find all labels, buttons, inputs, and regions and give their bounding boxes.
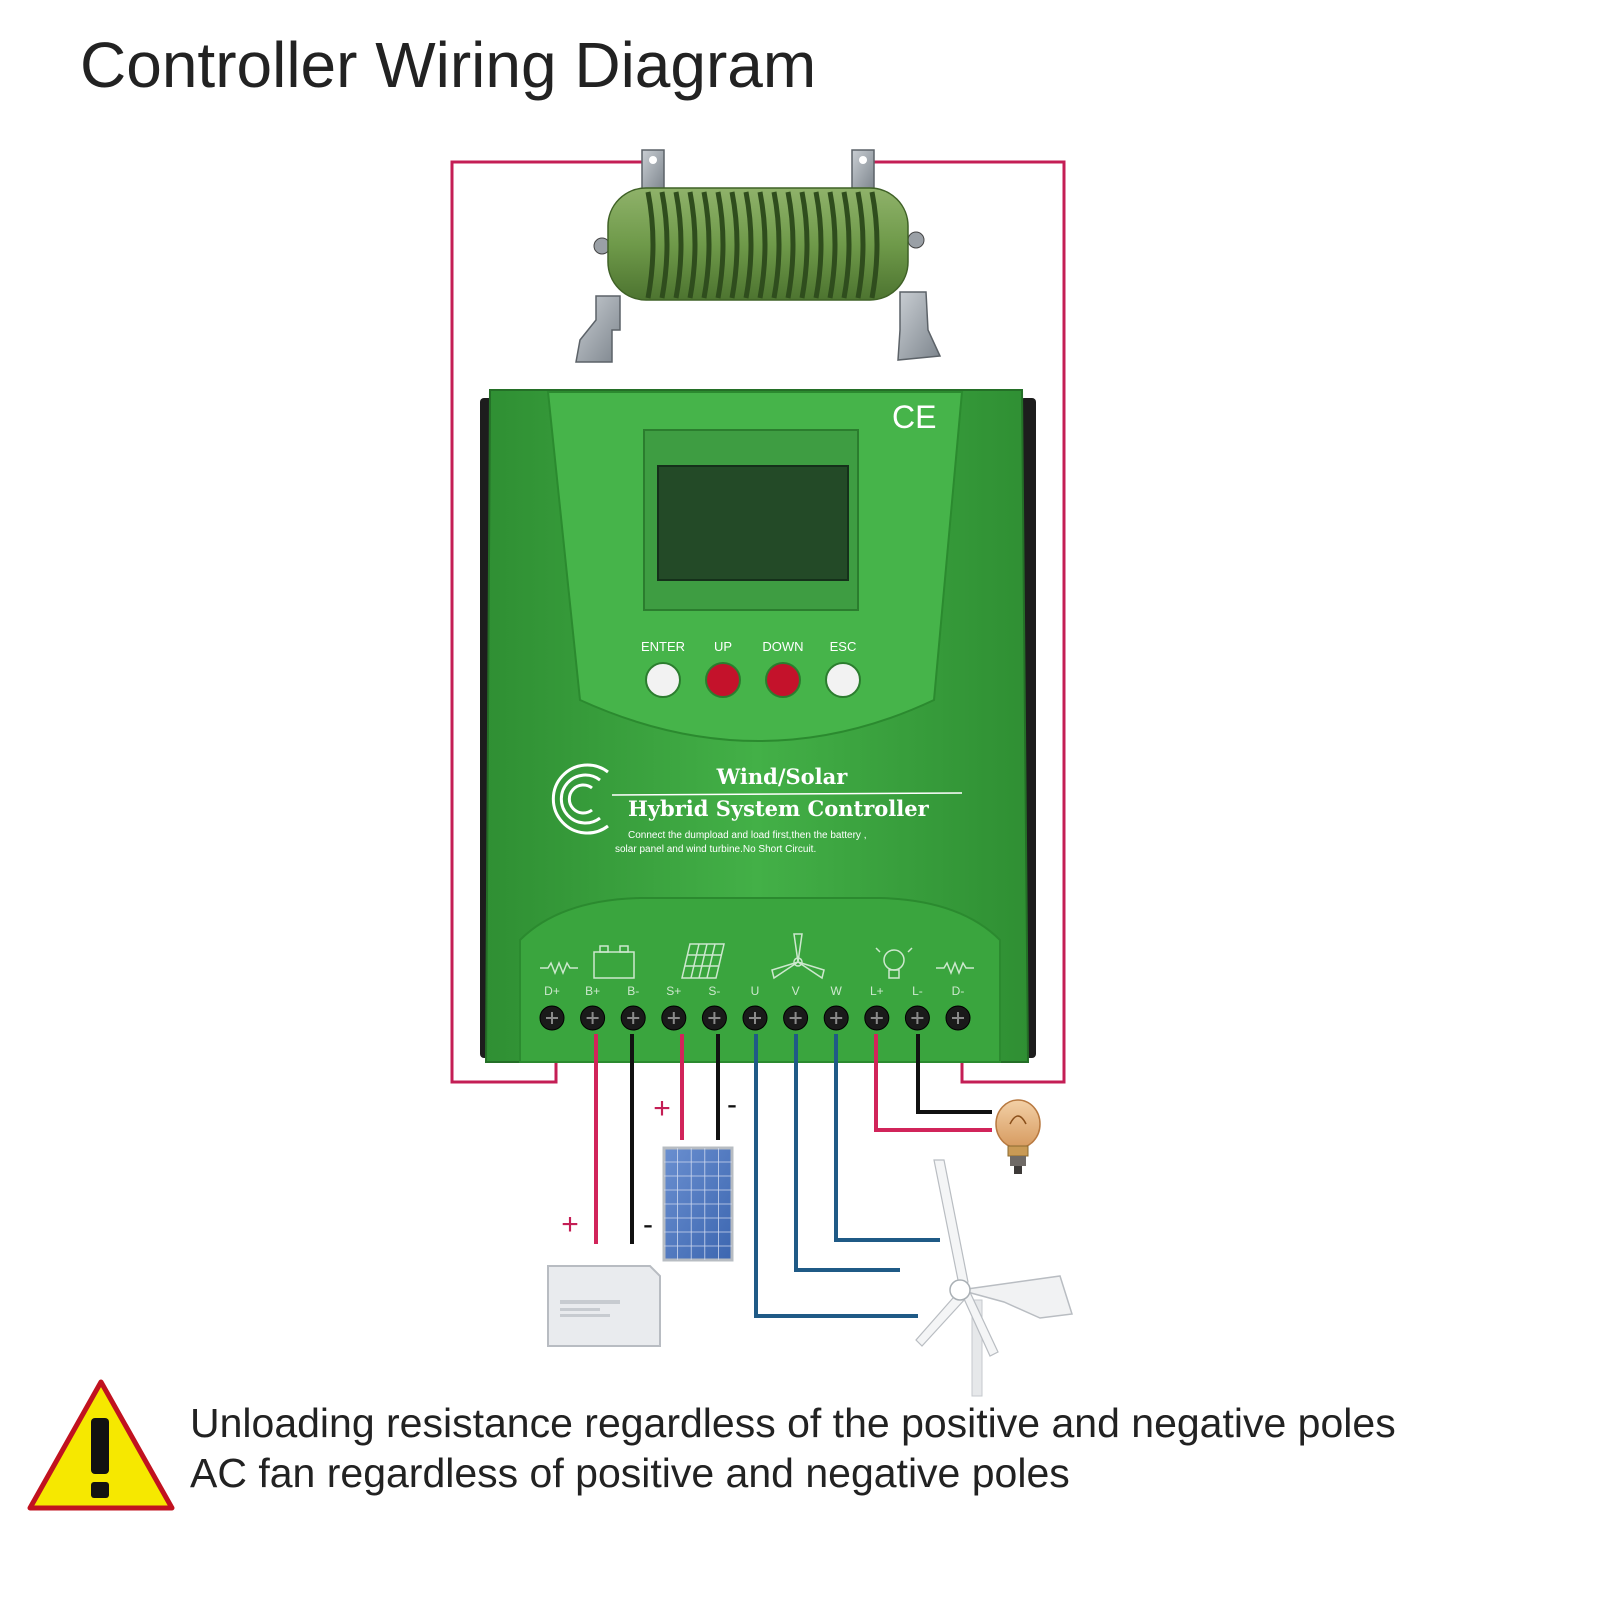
terminal-label: B- [627, 984, 639, 998]
resistor-coil [645, 191, 880, 299]
solar-panel [662, 1146, 734, 1262]
terminal-label: L+ [870, 984, 884, 998]
dumpload-wires [450, 160, 1066, 1084]
down-button-label: DOWN [762, 639, 803, 654]
turbine-wires [754, 1034, 940, 1318]
load-negative-wire [916, 1034, 992, 1114]
dumpload-resistor [575, 149, 942, 363]
caution-line1: Connect the dumpload and load first,then… [628, 830, 867, 841]
coil-turn [659, 191, 670, 299]
warning-icon [27, 1379, 175, 1511]
coil-turn [715, 191, 726, 299]
load-positive-wire [874, 1034, 992, 1132]
solar-plus-label: + [653, 1092, 671, 1125]
coil-turn [701, 191, 712, 299]
coil-turn [841, 191, 852, 299]
down-button[interactable] [765, 662, 801, 698]
terminal-label: W [831, 984, 843, 998]
up-button-label: UP [714, 639, 732, 654]
coil-turn [827, 191, 838, 299]
terminal-label: B+ [585, 984, 600, 998]
screw-slot [870, 1012, 883, 1024]
page-title: Controller Wiring Diagram [80, 29, 817, 101]
controller-case [480, 389, 1036, 1063]
coil-turn [785, 191, 796, 299]
screw-slot [952, 1012, 964, 1024]
wind-turbine-icon [771, 933, 825, 980]
resistor-icon-right [936, 960, 974, 976]
screw-slot [546, 1012, 558, 1024]
battery-icon [593, 945, 635, 979]
light-bulb-icon [875, 947, 913, 979]
screw-slot [911, 1012, 924, 1024]
light-bulb [995, 1099, 1041, 1174]
caution-line2: solar panel and wind turbine.No Short Ci… [615, 844, 816, 855]
resistor-icon [540, 960, 578, 976]
screw-slot [708, 1012, 721, 1024]
terminal-label: L- [912, 984, 923, 998]
brand-divider [611, 792, 963, 796]
coil-turn [757, 191, 768, 299]
coil-turn [813, 191, 824, 299]
screw-slot [627, 1012, 640, 1024]
battery [547, 1265, 661, 1347]
ce-mark: CE [892, 399, 936, 435]
terminal-label: D- [952, 984, 965, 998]
brand-logo-icon [551, 763, 609, 835]
coil-turn [645, 191, 656, 299]
esc-button-label: ESC [830, 639, 857, 654]
brand-line1: Wind/Solar [716, 764, 849, 789]
enter-button-label: ENTER [641, 639, 685, 654]
screw-slot [789, 1012, 802, 1024]
coil-turn [799, 191, 810, 299]
terminal-label: U [751, 984, 760, 998]
coil-turn [729, 191, 740, 299]
terminal-label: S- [708, 984, 720, 998]
esc-button[interactable] [825, 662, 861, 698]
coil-turn [771, 191, 782, 299]
coil-turn [869, 191, 880, 299]
solar-panel-icon [681, 943, 725, 979]
terminal-label: S+ [666, 984, 681, 998]
coil-turn [687, 191, 698, 299]
screw-slot [830, 1012, 843, 1024]
up-button[interactable] [705, 662, 741, 698]
note-unloading-resistance: Unloading resistance regardless of the p… [190, 1400, 1396, 1446]
coil-turn [673, 191, 684, 299]
battery-minus-label: - [643, 1208, 653, 1241]
battery-plus-label: + [561, 1208, 579, 1241]
screw-slot [749, 1012, 761, 1024]
control-buttons: ENTER UP DOWN ESC [641, 639, 861, 698]
terminal-label: V [792, 984, 800, 998]
screw-slot [667, 1012, 680, 1024]
enter-button[interactable] [645, 662, 681, 698]
coil-turn [743, 191, 754, 299]
screw-slot [586, 1012, 599, 1024]
terminal-label: D+ [544, 984, 560, 998]
brand-line2: Hybrid System Controller [628, 796, 930, 821]
wind-turbine [915, 1159, 1073, 1397]
coil-turn [855, 191, 866, 299]
terminal-block: D+ B+ B- S+ S- U V W L+ L- D- [539, 984, 971, 1031]
solar-minus-label: - [727, 1088, 737, 1121]
note-ac-fan: AC fan regardless of positive and negati… [190, 1450, 1070, 1496]
